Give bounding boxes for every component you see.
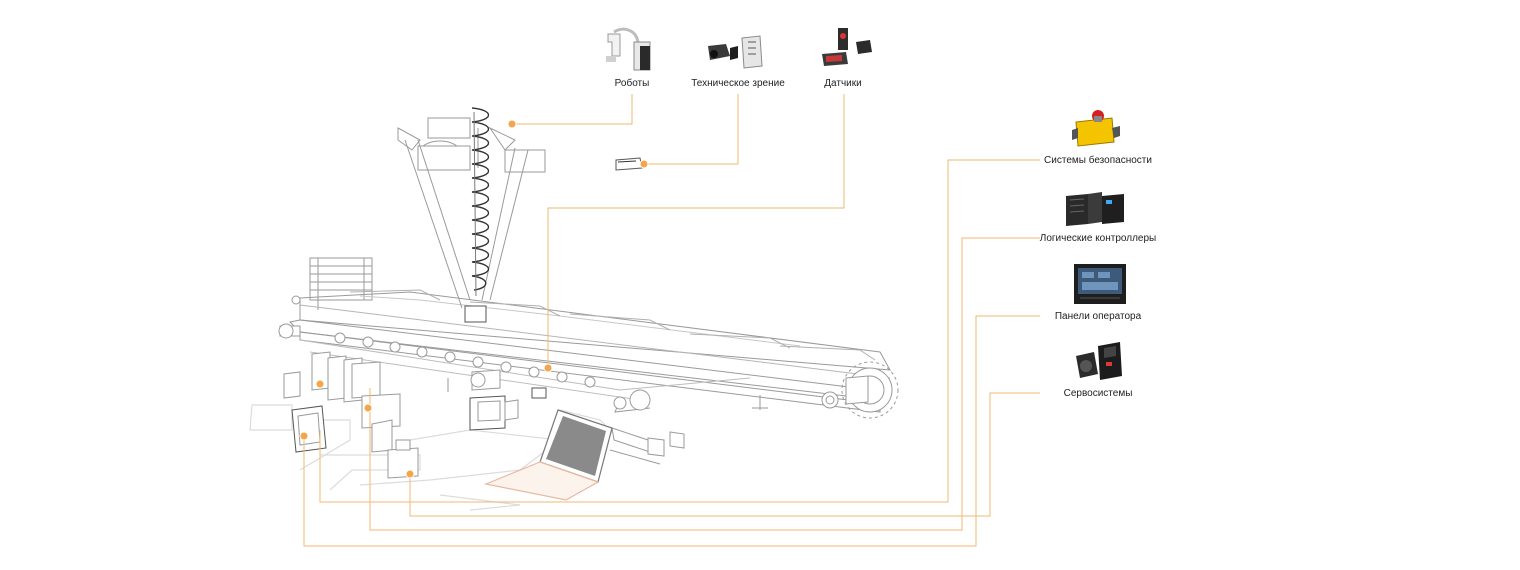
robot-connection-dot xyxy=(507,119,517,129)
floor-devices xyxy=(283,351,685,479)
robot-arm-icon[interactable] xyxy=(606,27,651,71)
sensors-label[interactable]: Датчики xyxy=(824,78,862,89)
operator-panel-icon[interactable] xyxy=(1074,264,1126,304)
vision-label[interactable]: Техническое зрение xyxy=(691,78,785,89)
sensor-icon[interactable] xyxy=(822,28,872,66)
delta-robot xyxy=(397,107,546,323)
camera-vision-icon[interactable] xyxy=(708,35,763,69)
robots-label[interactable]: Роботы xyxy=(614,78,650,89)
connector-lines xyxy=(303,94,1040,547)
servo-motor-icon[interactable] xyxy=(1076,342,1122,380)
plc-controller-icon[interactable] xyxy=(1066,192,1124,226)
safety-connection-dot xyxy=(315,379,325,389)
sensor-connection-dot xyxy=(543,363,553,373)
conveyor xyxy=(278,257,899,419)
servo-connection-dot xyxy=(405,469,415,479)
hmi-label[interactable]: Панели оператора xyxy=(1054,311,1142,322)
vision-connection-dot xyxy=(639,159,649,169)
safety-switch-icon[interactable] xyxy=(1072,110,1120,147)
plc-connection-dot xyxy=(363,403,373,413)
laptop xyxy=(483,409,613,501)
safety-label[interactable]: Системы безопасности xyxy=(1044,155,1152,166)
vision-camera xyxy=(615,157,643,171)
connection-dots xyxy=(299,119,649,479)
plc-label[interactable]: Логические контроллеры xyxy=(1039,233,1157,244)
hmi-connection-dot xyxy=(299,431,309,441)
servo-label[interactable]: Сервосистемы xyxy=(1063,388,1133,399)
